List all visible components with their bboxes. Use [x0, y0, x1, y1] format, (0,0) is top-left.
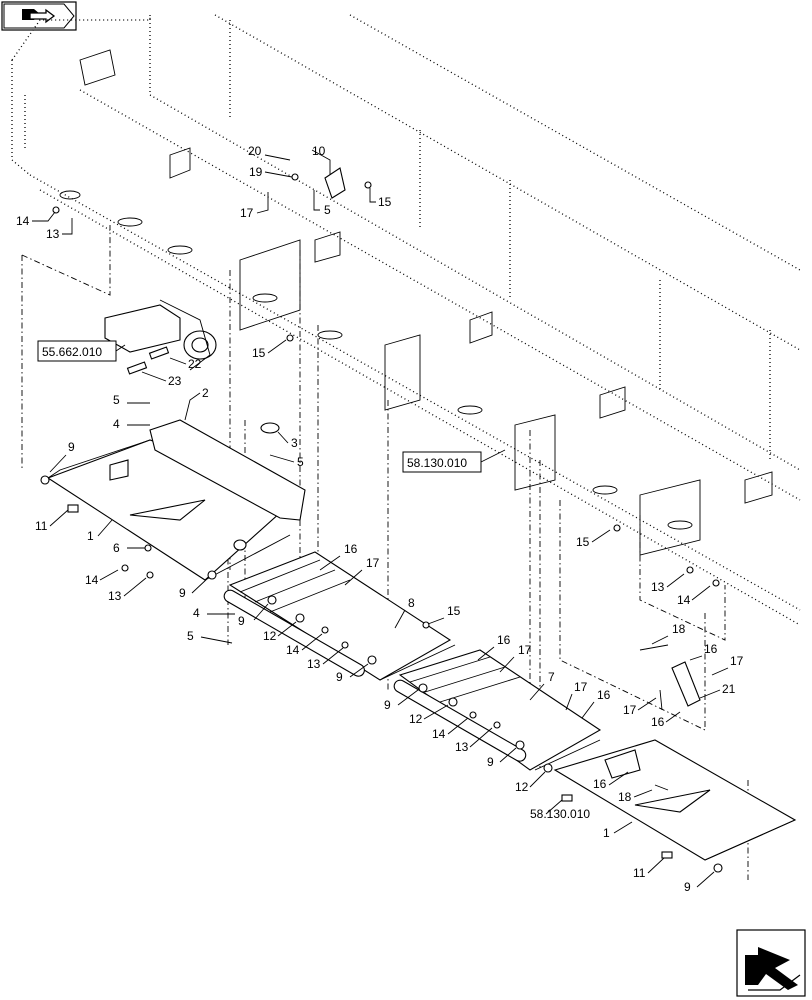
motor-assembly: [104, 299, 217, 375]
callout-label: 15: [576, 535, 590, 549]
callout-label: 9: [684, 880, 691, 894]
roller-assembly-1: [223, 551, 456, 681]
callout-label: 9: [384, 698, 391, 712]
callout-label: 16: [593, 777, 607, 791]
callout-label: 9: [68, 440, 75, 454]
callout-label: 5: [324, 203, 331, 217]
callout-label: 15: [378, 195, 392, 209]
callout-label: 13: [46, 227, 60, 241]
callout-label: 17: [623, 703, 637, 717]
roller-assembly-2: [393, 649, 602, 771]
callout-label: 7: [548, 670, 555, 684]
next-page-arrow-icon[interactable]: [736, 929, 806, 997]
callout-label: 15: [447, 604, 461, 618]
bracket-21: [671, 661, 701, 707]
callout-label: 12: [263, 629, 277, 643]
callout-label: 18: [618, 790, 632, 804]
callout-label: 9: [336, 670, 343, 684]
callout-label: 14: [432, 727, 446, 741]
callout-label: 16: [597, 688, 611, 702]
callout-label: 20: [248, 144, 262, 158]
callout-label: 4: [113, 417, 120, 431]
callout-label: 16: [497, 633, 511, 647]
callout-label: 15: [252, 346, 266, 360]
callout-label: 5: [113, 393, 120, 407]
callout-label: 12: [409, 712, 423, 726]
fasteners: [40, 167, 723, 873]
callout-label: 16: [344, 542, 358, 556]
callout-label: 17: [366, 556, 380, 570]
callout-label: 11: [633, 866, 646, 880]
callout-label: 3: [291, 436, 298, 450]
callout-label: 1: [603, 826, 610, 840]
callout-label: 14: [286, 643, 300, 657]
ref-box-label: 58.130.010: [407, 456, 467, 470]
callout-label: 17: [240, 206, 254, 220]
callout-label: 13: [307, 657, 321, 671]
callout-label: 9: [179, 586, 186, 600]
callout-label: 11: [35, 519, 48, 533]
callout-label: 17: [518, 643, 532, 657]
callout-label: 1: [87, 529, 94, 543]
callout-label: 18: [672, 622, 686, 636]
callout-label: 13: [455, 740, 469, 754]
bracket-2: [149, 419, 306, 551]
callout-label: 4: [193, 606, 200, 620]
left-plate: [46, 439, 302, 581]
callout-label: 22: [188, 357, 202, 371]
callout-label: 14: [85, 573, 99, 587]
callout-label: 17: [730, 654, 744, 668]
right-plate: [553, 739, 797, 861]
ref-box-label: 55.662.010: [42, 345, 102, 359]
callout-label: 13: [651, 580, 665, 594]
callout-label: 14: [16, 214, 30, 228]
callout-label: 14: [677, 593, 691, 607]
callout-label: 13: [108, 589, 122, 603]
callout-label: 16: [704, 642, 718, 656]
callout-label: 17: [574, 680, 588, 694]
callout-label: 10: [312, 144, 326, 158]
callout-label: 58.130.010: [530, 807, 590, 821]
callout-label: 16: [651, 715, 665, 729]
callout-label: 12: [515, 780, 529, 794]
callout-label: 6: [113, 541, 120, 555]
callout-label: 19: [249, 165, 263, 179]
callout-label: 9: [238, 614, 245, 628]
book-arrow-icon[interactable]: [1, 1, 77, 31]
header-frame: [11, 14, 801, 626]
callouts: 20 10 19 17 5 15 14 13 55.662.010 22 23 …: [16, 144, 744, 894]
callout-label: 5: [297, 455, 304, 469]
callout-label: 9: [487, 755, 494, 769]
callout-label: 5: [187, 629, 194, 643]
callout-label: 21: [722, 682, 736, 696]
callout-label: 2: [202, 386, 209, 400]
callout-label: 23: [168, 374, 182, 388]
callout-label: 8: [408, 596, 415, 610]
